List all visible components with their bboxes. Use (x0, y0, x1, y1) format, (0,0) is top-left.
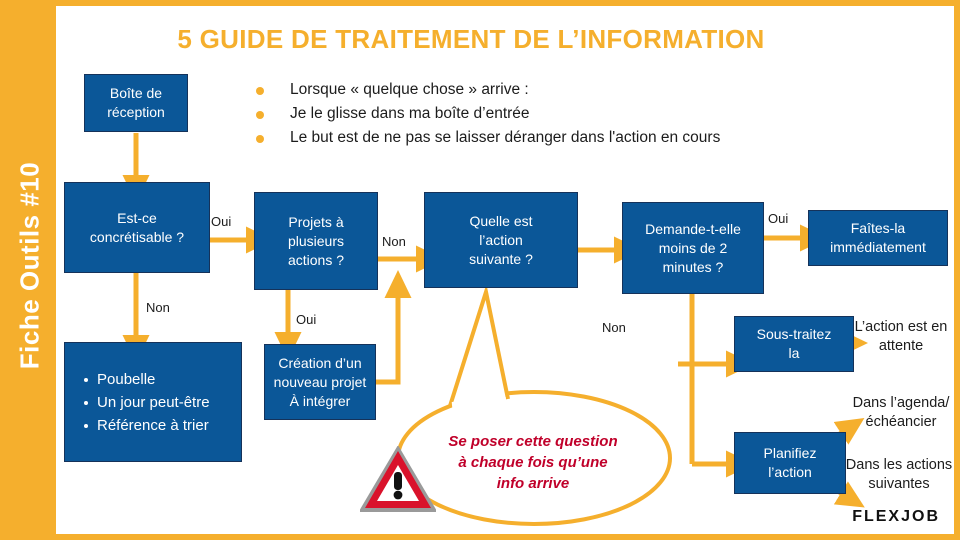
callout-text: Se poser cette question à chaque fois qu… (448, 433, 618, 492)
list-item: Lorsque « quelque chose » arrive : (256, 80, 876, 100)
edge-newproject-to-nextaction (376, 270, 412, 385)
sidebar: Fiche Outils #10 (0, 0, 56, 540)
bullet-dot-icon (256, 111, 264, 119)
list-item: Le but est de ne pas se laisser déranger… (256, 128, 876, 148)
edge-label-multi-no: Non (382, 234, 406, 249)
brand-logo: FLEXJOB (852, 508, 940, 526)
edge-label-multi-yes: Oui (296, 312, 317, 327)
bullet-dot-icon (256, 135, 264, 143)
bullet-dot-icon (256, 87, 264, 95)
list-item-label: Je le glisse dans ma boîte d’entrée (290, 105, 530, 122)
list-item-label: Le but est de ne pas se laisser déranger… (290, 129, 721, 146)
list-item-label: Lorsque « quelque chose » arrive : (290, 81, 529, 98)
intro-bullet-list: Lorsque « quelque chose » arrive : Je le… (256, 80, 876, 152)
callout-tail-mask (451, 397, 507, 408)
slide-body: 5 GUIDE DE TRAITEMENT DE L’INFORMATION L… (56, 6, 954, 534)
list-item: Je le glisse dans ma boîte d’entrée (256, 104, 876, 124)
page-title: 5 GUIDE DE TRAITEMENT DE L’INFORMATION (177, 24, 765, 54)
warning-triangle-icon (360, 446, 436, 512)
callout-tail (448, 284, 510, 407)
edge-label-actionable-yes: Oui (211, 214, 232, 229)
list-item: Poubelle (84, 368, 210, 391)
edge-label-actionable-no: Non (146, 300, 170, 315)
endpoint-calendar: Dans l’agenda/échéancier (852, 395, 950, 430)
list-item: Un jour peut-être (84, 391, 210, 414)
trash-options-list: Poubelle Un jour peut-être Référence à t… (83, 368, 210, 437)
list-item: Référence à trier (84, 414, 210, 437)
brand-logo-label: FLEXJOB (852, 508, 940, 525)
edge-label-twomin-yes: Oui (768, 211, 789, 226)
node-trash-options[interactable]: Poubelle Un jour peut-être Référence à t… (64, 342, 242, 462)
edge-label-twomin-no: Non (602, 320, 626, 335)
